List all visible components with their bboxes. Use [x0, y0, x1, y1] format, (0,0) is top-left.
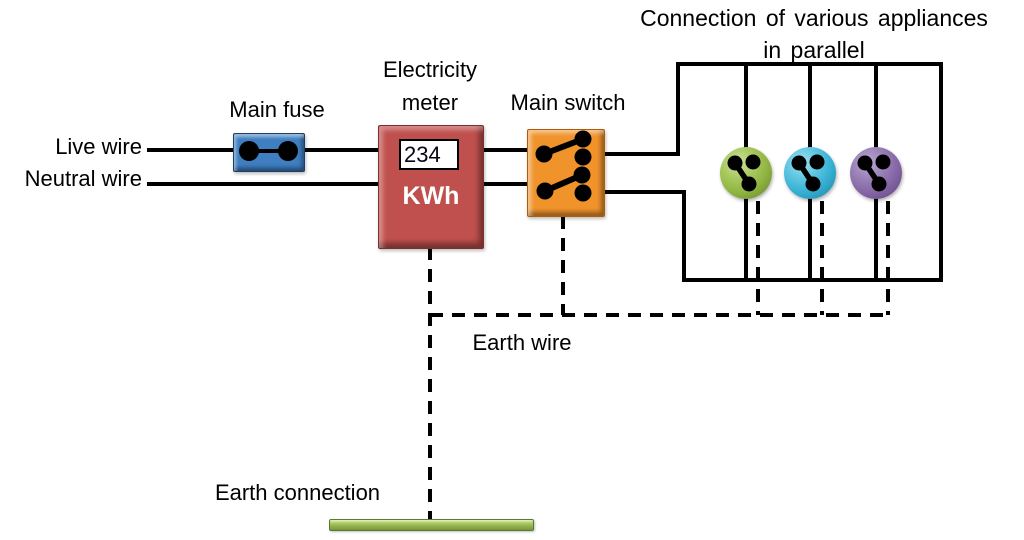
- pin-bottom: [805, 176, 821, 192]
- plug-pins-icon: [791, 154, 825, 192]
- label-electricity-meter-line2: meter: [401, 90, 459, 115]
- appliance-purple: [850, 147, 902, 199]
- appliance-green: [720, 147, 772, 199]
- pin-bottom: [871, 176, 887, 192]
- main-fuse-box: [233, 133, 305, 172]
- appliance-blue: [784, 147, 836, 199]
- pin-top-left: [727, 155, 743, 171]
- switch-upper-blade-tip: [574, 130, 592, 148]
- switch-lower-blade-tip: [573, 166, 591, 184]
- plug-pins-icon: [727, 154, 761, 192]
- pin-top-left: [791, 155, 807, 171]
- switch-lower-right-terminal: [574, 184, 592, 202]
- electricity-meter-box: 234 KWh: [378, 125, 484, 249]
- label-main-switch: Main switch: [510, 90, 626, 115]
- switch-symbol-icon: [535, 130, 592, 202]
- pin-top-right: [875, 154, 891, 170]
- pin-top-left: [857, 155, 873, 171]
- fuse-terminal-right: [278, 141, 298, 161]
- pin-top-right: [745, 154, 761, 170]
- switch-lower-left-terminal: [536, 182, 554, 200]
- label-earth-connection: Earth connection: [214, 480, 381, 505]
- label-live-wire: Live wire: [55, 134, 142, 159]
- fuse-terminal-left: [239, 141, 259, 161]
- label-earth-wire: Earth wire: [472, 330, 572, 355]
- meter-unit-label: KWh: [402, 182, 460, 210]
- switch-upper-left-terminal: [535, 145, 553, 163]
- plug-pins-icon: [857, 154, 891, 192]
- switch-upper-right-terminal: [574, 148, 592, 166]
- title-line1: Connection of various appliances: [640, 5, 988, 31]
- pin-bottom: [741, 176, 757, 192]
- label-electricity-meter-line1: Electricity: [382, 57, 478, 82]
- meter-reading-display: 234: [399, 139, 459, 170]
- meter-reading-value: 234: [404, 142, 441, 167]
- label-main-fuse: Main fuse: [229, 97, 325, 122]
- earth-connection-bar: [329, 519, 534, 531]
- title-line2: in parallel: [763, 37, 865, 63]
- pin-top-right: [809, 154, 825, 170]
- fuse-symbol-icon: [239, 141, 298, 161]
- title-parallel-appliances: Connection of various appliances in para…: [608, 2, 1020, 66]
- label-neutral-wire: Neutral wire: [24, 166, 142, 191]
- main-switch-box: [527, 129, 605, 217]
